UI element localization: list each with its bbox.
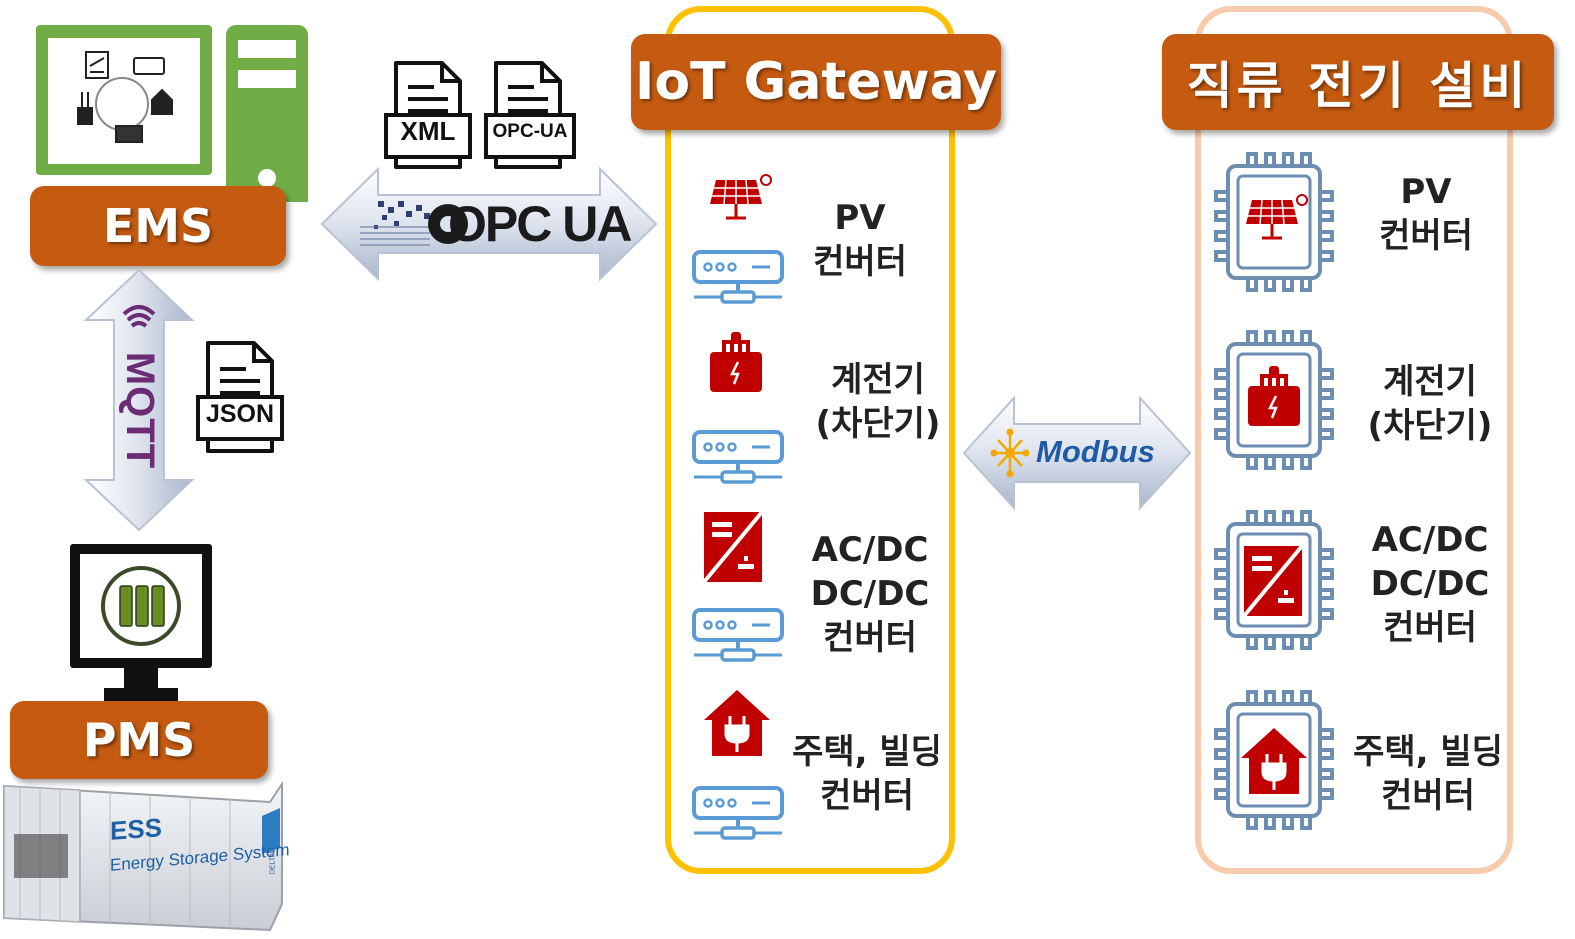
gateway-item-line: PV (834, 198, 886, 238)
mqtt-arrow (84, 268, 194, 532)
dc-item-line: PV (1400, 172, 1452, 212)
dc-item-line: (차단기) (1367, 406, 1493, 446)
modbus-arrow (962, 395, 1192, 511)
pms-label: PMS (10, 701, 268, 779)
dc-item-line: AC/DC (1371, 520, 1489, 560)
dc-converter-chip-icon (1214, 510, 1334, 650)
gateway-item-label-converter: AC/DC DC/DC 컨버터 (805, 528, 935, 660)
dc-item-line: 컨버터 (1379, 216, 1473, 256)
pms-monitor-icon (70, 544, 212, 702)
opc-ua-doc-label: OPC-UA (492, 121, 568, 142)
opc-ua-arrow (320, 167, 658, 281)
gateway-breaker-icon (692, 330, 784, 484)
ess-title: ESS (110, 812, 163, 846)
dc-house-plug-chip-icon (1214, 690, 1334, 830)
mqtt-protocol-label: MQTT (118, 351, 163, 469)
dc-item-line: 컨버터 (1383, 608, 1477, 648)
dc-item-label-house: 주택, 빌딩 컨버터 (1350, 730, 1506, 818)
gateway-item-line: DC/DC (810, 574, 930, 614)
opc-ua-protocol-label: OPC UA (448, 196, 632, 252)
ems-label: EMS (30, 186, 286, 266)
gateway-item-label-breaker: 계전기 (차단기) (808, 358, 948, 446)
gateway-converter-icon (692, 512, 784, 662)
xml-label: XML (400, 116, 456, 146)
dc-equipment-title: 직류 전기 설비 (1162, 34, 1554, 130)
dc-breaker-chip-icon (1214, 330, 1334, 470)
xml-document-icon (382, 57, 474, 181)
gateway-item-line: (차단기) (815, 404, 941, 444)
ess-brand: DELTA (269, 852, 277, 875)
gateway-item-line: 컨버터 (823, 618, 917, 658)
gateway-item-line: 컨버터 (820, 776, 914, 816)
json-label: JSON (205, 400, 275, 428)
dc-item-label-breaker: 계전기 (차단기) (1360, 360, 1500, 448)
dc-item-line: 주택, 빌딩 (1353, 732, 1503, 772)
gateway-house-plug-icon (692, 690, 784, 840)
dc-solar-panel-chip-icon (1214, 152, 1334, 292)
gateway-item-line: 컨버터 (813, 242, 907, 282)
opc-ua-document-icon (482, 57, 578, 181)
gateway-item-line: 주택, 빌딩 (792, 732, 942, 772)
gateway-item-line: 계전기 (831, 360, 925, 400)
dc-item-line: DC/DC (1370, 564, 1490, 604)
dc-item-line: 컨버터 (1381, 776, 1475, 816)
dc-item-label-converter: AC/DC DC/DC 컨버터 (1365, 518, 1495, 650)
gateway-solar-panel-icon (692, 173, 784, 304)
gateway-item-line: AC/DC (811, 530, 929, 570)
ems-computer-icon (36, 25, 308, 202)
gateway-item-label-house: 주택, 빌딩 컨버터 (790, 730, 944, 818)
gateway-item-label-pv: PV 컨버터 (800, 196, 920, 284)
dc-item-line: 계전기 (1383, 362, 1477, 402)
gateway-title: IoT Gateway (631, 34, 1001, 130)
modbus-protocol-label: Modbus (1036, 434, 1155, 469)
ess-container-image: ESS Energy Storage System DELTA (0, 778, 290, 936)
json-document-icon (192, 337, 288, 461)
dc-item-label-pv: PV 컨버터 (1366, 170, 1486, 258)
